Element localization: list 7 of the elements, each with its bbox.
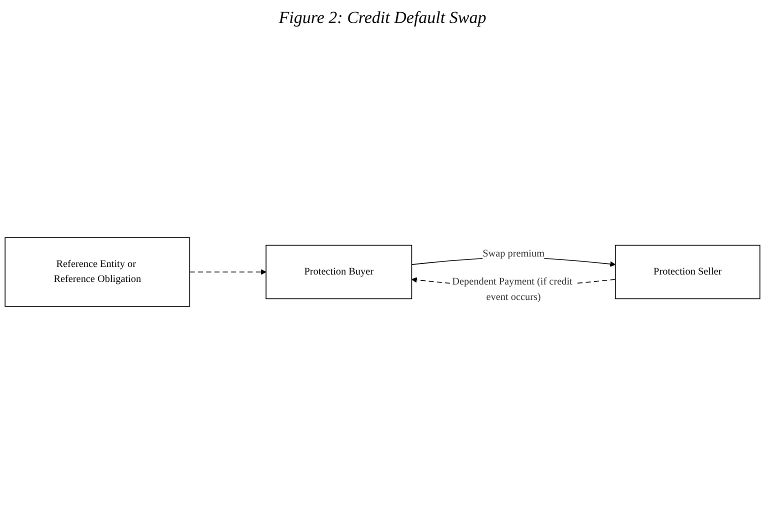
node-box: Protection Buyer — [266, 244, 412, 300]
edge-label: Dependent Payment (if credit event occurs) — [452, 276, 572, 303]
figure-title: Figure 2: Credit Default Swap — [278, 8, 488, 28]
node-box: Protection Seller — [614, 244, 760, 300]
arrow — [189, 269, 266, 275]
edge-label: Swap premium — [482, 248, 545, 260]
node-box: Reference Entity or Reference Obligation — [4, 237, 190, 307]
